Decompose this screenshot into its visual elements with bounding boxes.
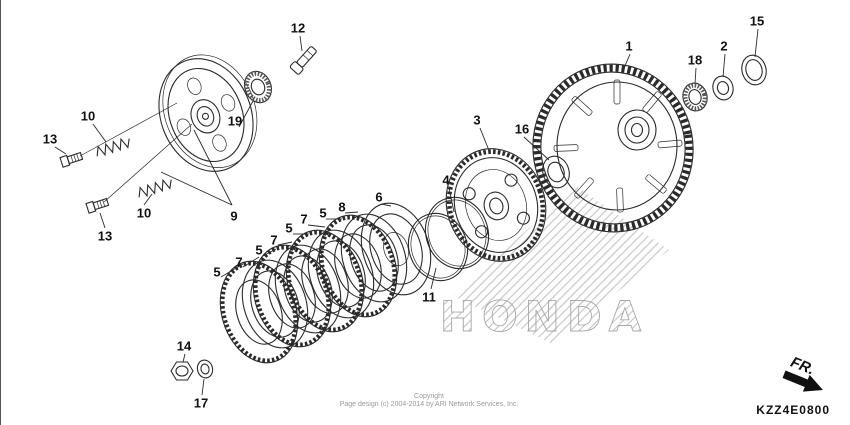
spring-bolt-drawing [85, 197, 110, 214]
clutch-center-drawing [445, 148, 547, 262]
part-callout-5[interactable]: 5 [319, 205, 327, 221]
pressure-disc-drawing [360, 202, 432, 296]
friction-disc-drawing [285, 229, 365, 333]
part-callout-7[interactable]: 7 [235, 254, 243, 270]
part-callout-3[interactable]: 3 [473, 112, 481, 128]
needle-bearing-drawing [682, 82, 708, 112]
part-callout-5[interactable]: 5 [255, 242, 263, 258]
collar-drawing [712, 75, 734, 101]
part-callout-13[interactable]: 13 [42, 131, 58, 147]
steel-plate-drawing [307, 229, 375, 319]
spring-bolt-drawing [59, 151, 84, 168]
diagram-code: KZZ4E0800 [756, 403, 830, 417]
part-callout-13[interactable]: 13 [97, 228, 113, 244]
part-callout-9[interactable]: 9 [230, 208, 238, 224]
part-callout-11[interactable]: 11 [422, 289, 436, 305]
copyright-line1: Copyright [414, 393, 444, 400]
part-callout-19[interactable]: 19 [227, 113, 243, 129]
part-callout-16[interactable]: 16 [514, 121, 530, 137]
lifter-rod-drawing [289, 46, 317, 75]
part-callout-7[interactable]: 7 [300, 211, 308, 227]
clutch-spring-drawing [96, 137, 130, 157]
part-callout-4[interactable]: 4 [442, 172, 450, 188]
fr-arrow-icon [782, 370, 823, 392]
part-callout-18[interactable]: 18 [687, 52, 703, 68]
part-callout-12[interactable]: 12 [290, 20, 306, 36]
clutch-disc-stack-drawing [219, 202, 432, 364]
washer-drawing [741, 54, 767, 86]
clutch-basket-drawing [532, 63, 694, 233]
fr-direction-indicator: FR. [782, 354, 823, 392]
part-callout-17[interactable]: 17 [193, 395, 209, 411]
lock-nut-drawing [170, 361, 194, 381]
part-callout-1[interactable]: 1 [625, 38, 633, 54]
clutch-lifter-plate-drawing [158, 54, 258, 172]
part-callout-2[interactable]: 2 [720, 38, 728, 54]
part-callout-5[interactable]: 5 [213, 264, 221, 280]
part-callout-10[interactable]: 10 [136, 205, 152, 221]
watermark-text: HONDA [440, 292, 648, 341]
clutch-spring-drawing [138, 178, 172, 198]
copyright-line2: Page design (c) 2004-2014 by ARI Network… [339, 401, 519, 408]
lock-washer-drawing [196, 359, 214, 379]
copyright-notice: Copyright Page design (c) 2004-2014 by A… [279, 393, 579, 409]
steel-plate-drawing [274, 244, 342, 334]
friction-disc-drawing [318, 214, 398, 318]
steel-plate-drawing [241, 259, 309, 349]
lifter-bearing-drawing [243, 70, 273, 104]
part-callout-6[interactable]: 6 [375, 189, 383, 205]
part-callout-10[interactable]: 10 [80, 108, 96, 124]
part-callout-14[interactable]: 14 [176, 338, 192, 354]
part-callout-15[interactable]: 15 [749, 13, 765, 29]
part-callout-7[interactable]: 7 [270, 232, 278, 248]
part-callout-5[interactable]: 5 [285, 220, 293, 236]
part-callout-8[interactable]: 8 [338, 199, 346, 215]
